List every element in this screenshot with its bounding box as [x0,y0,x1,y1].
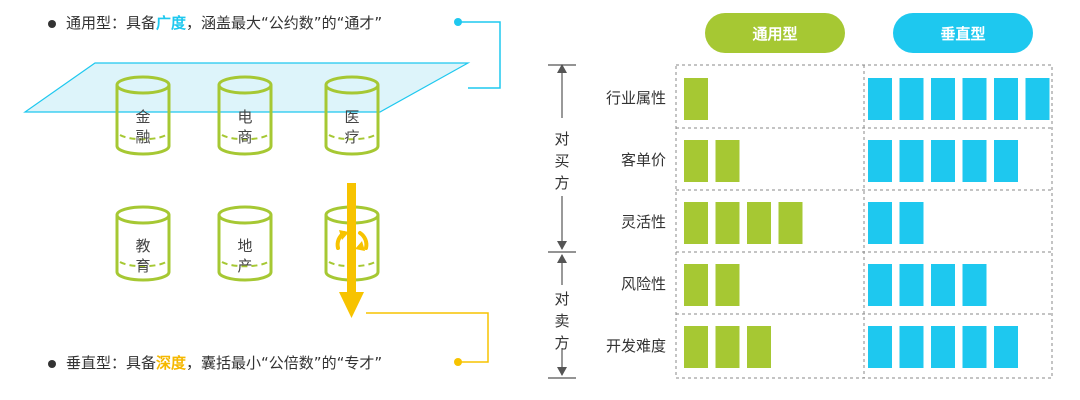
general-caption-suffix: ，涵盖最大“公约数”的“通才” [186,14,383,32]
vertical-bar [931,264,955,306]
vertical-bar [931,326,955,368]
cylinder-education-char-1: 教 [135,237,151,255]
cylinder-medical-char-2: 疗 [344,128,360,146]
vertical-bar [931,78,955,120]
general-bar [747,326,771,368]
left-diagram-graphics [23,18,501,366]
vertical-bar [994,326,1018,368]
cylinder-ecommerce [217,75,273,156]
cylinder-ecommerce-char-2: 商 [237,128,253,146]
vertical-bar [868,78,892,120]
cylinder-real-estate-char-2: 产 [237,257,253,275]
cylinder-real-estate-char-1: 地 [237,237,253,255]
vertical-bar [899,264,924,306]
row-label-industry: 行业属性 [605,89,666,107]
cylinder-finance [115,75,171,156]
general-bar [715,326,740,368]
header-vertical: 垂直型 [893,13,1033,53]
breadth-plane [23,62,471,113]
row-label-dev-difficulty: 开发难度 [605,337,666,355]
general-bar [684,202,708,244]
vertical-bar [868,202,892,244]
buyer-group-char-2: 买 [554,152,570,170]
general-bar [684,264,708,306]
general-bar [684,140,708,182]
vertical-bar [899,140,924,182]
vertical-bar [868,326,892,368]
bullet-icon [48,19,56,28]
seller-group-char-3: 方 [554,334,570,352]
buyer-group-char-3: 方 [554,174,570,192]
vertical-caption-highlight: 深度 [156,354,187,372]
cylinder-ecommerce-char-1: 电 [237,108,253,126]
cylinder-medical [324,75,380,156]
vertical-bar [994,140,1018,182]
depth-arrow-shaft [347,183,356,295]
vertical-bar [899,326,924,368]
cylinder-medical-char-1: 医 [344,108,360,126]
rotate-icon [335,230,369,251]
vertical-bar [962,326,987,368]
cylinder-education [115,205,171,282]
cylinder-real-estate [217,205,273,282]
general-bar [715,140,740,182]
general-bar [715,202,740,244]
general-bar [684,326,708,368]
bullet-icon [48,359,56,368]
blue-connector-line [458,21,501,89]
row-label-flexibility: 灵活性 [620,213,666,231]
vertical-bar [962,264,987,306]
vertical-bar [868,264,892,306]
row-label-risk: 风险性 [620,275,666,293]
cylinder-education-char-2: 育 [135,257,151,275]
yellow-connector-line [366,312,489,363]
general-bar [778,202,803,244]
vertical-bar [962,140,987,182]
vertical-bar [994,78,1018,120]
vertical-type-caption: 垂直型：具备深度，囊括最小“公倍数”的“专才” [48,352,382,373]
general-bar [715,264,740,306]
vertical-bar [931,140,955,182]
row-label-unit-price: 客单价 [620,151,666,169]
seller-group-char-2: 卖 [554,312,570,330]
vertical-bar [962,78,987,120]
buyer-group-char-1: 对 [554,130,570,148]
bars-layer [684,78,1050,368]
general-bar [684,78,708,120]
header-general: 通用型 [705,13,845,53]
yellow-connector-dot [454,358,462,366]
cylinder-finance-char-1: 金 [135,108,151,126]
dashed-table [675,64,1053,379]
depth-arrow-head [339,292,364,318]
general-bar [747,202,771,244]
seller-group-char-1: 对 [554,290,570,308]
vertical-caption-prefix: 垂直型：具备 [66,354,157,372]
vertical-bar [899,202,924,244]
vertical-caption-suffix: ，囊括最小“公倍数”的“专才” [186,354,383,372]
buyer-bracket [548,64,576,253]
cylinder-finance-char-2: 融 [135,128,151,146]
general-caption-highlight: 广度 [156,14,187,32]
vertical-bar [1025,78,1050,120]
vertical-bar [868,140,892,182]
general-type-caption: 通用型：具备广度，涵盖最大“公约数”的“通才” [48,12,382,33]
vertical-bar [899,78,924,120]
seller-bracket [548,254,576,379]
general-caption-prefix: 通用型：具备 [66,14,157,32]
